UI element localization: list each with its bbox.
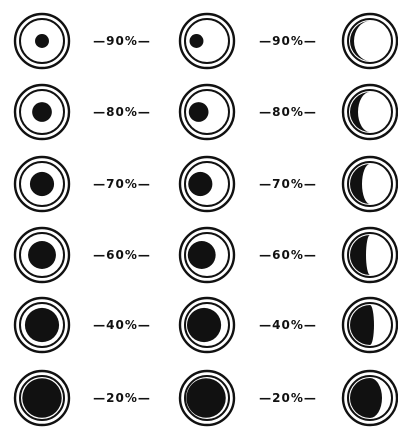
crescent-figure [343, 157, 397, 211]
offset-disc-figure [180, 14, 234, 68]
percent-label: —90%— [259, 34, 317, 48]
offset-disc-figure [180, 371, 234, 425]
crescent-figure [343, 371, 397, 425]
pupil-disc [22, 378, 61, 417]
pupil-disc [188, 241, 216, 269]
percent-label: —40%— [93, 318, 151, 332]
percent-label: —70%— [93, 177, 151, 191]
pupil-disc [30, 172, 54, 196]
percent-label: —60%— [93, 248, 151, 262]
crescent-figure [343, 298, 397, 352]
percent-label: —40%— [259, 318, 317, 332]
pupil-disc [25, 308, 59, 342]
centered-disc-figure [15, 298, 69, 352]
centered-disc-figure [15, 157, 69, 211]
pupil-disc [188, 172, 212, 196]
offset-disc-figure [180, 228, 234, 282]
pupil-disc [187, 308, 221, 342]
crescent-figure [343, 228, 397, 282]
crescent-figure [343, 85, 397, 139]
centered-disc-figure [15, 14, 69, 68]
crescent-figure [343, 14, 397, 68]
pupil-disc [186, 378, 225, 417]
percent-label: —60%— [259, 248, 317, 262]
pupil-disc [190, 34, 204, 48]
percent-label: —20%— [259, 391, 317, 405]
centered-disc-figure [15, 371, 69, 425]
pupil-disc [32, 102, 52, 122]
pupil-disc [35, 34, 49, 48]
percent-label: —80%— [93, 105, 151, 119]
percent-label: —70%— [259, 177, 317, 191]
centered-disc-figure [15, 228, 69, 282]
offset-disc-figure [180, 85, 234, 139]
percent-label: —80%— [259, 105, 317, 119]
percent-label: —90%— [93, 34, 151, 48]
centered-disc-figure [15, 85, 69, 139]
inner-ring [348, 19, 392, 63]
pupil-disc [28, 241, 56, 269]
percent-label: —20%— [93, 391, 151, 405]
offset-disc-figure [180, 157, 234, 211]
pupil-disc [189, 102, 209, 122]
offset-disc-figure [180, 298, 234, 352]
